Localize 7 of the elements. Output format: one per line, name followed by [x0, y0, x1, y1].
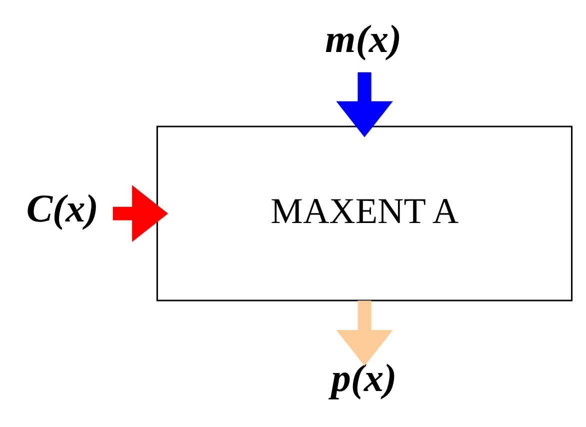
arrow [112, 185, 168, 242]
arrow [336, 72, 393, 138]
node-text: C(x) [26, 186, 98, 231]
arrow [336, 300, 393, 366]
node-box: MAXENT A [156, 126, 573, 302]
node-text: m(x) [325, 17, 402, 62]
node-text: p(x) [331, 356, 397, 400]
